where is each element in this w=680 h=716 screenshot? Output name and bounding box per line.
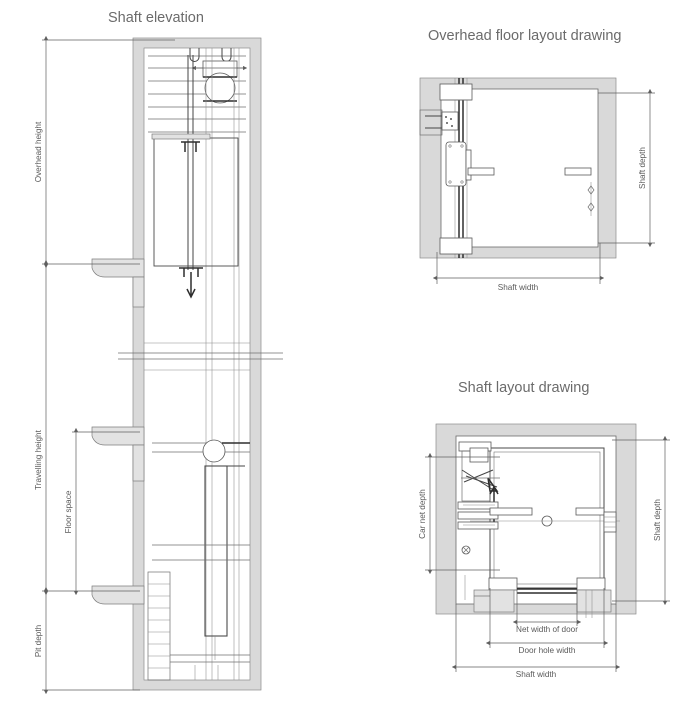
rail-bar-right — [564, 167, 592, 176]
pit-depth-label: Pit depth — [34, 624, 43, 657]
landing-sill-mid — [91, 426, 145, 446]
layout-door-assembly — [473, 577, 612, 618]
shaft-layout-group: Shaft layout drawing — [418, 380, 670, 679]
layout-shaft-void — [455, 435, 617, 605]
overhead-shaft-depth-dim: Shaft depth — [598, 88, 655, 248]
wall-stub-2 — [132, 444, 145, 482]
bracket-bottom — [439, 237, 473, 255]
car-net-depth-label: Car net depth — [418, 489, 427, 539]
door-sill-left — [473, 589, 515, 613]
door-block-right — [576, 577, 606, 591]
machine-cap — [469, 447, 489, 463]
wall-stub-1 — [132, 276, 145, 308]
rail-plate-2 — [457, 511, 499, 520]
rail-plate-3 — [457, 521, 499, 530]
shaft-layout-title: Shaft layout drawing — [458, 380, 589, 396]
layout-left-machinery — [457, 441, 500, 600]
shaft-wall-structure — [132, 37, 262, 691]
rope-clamps — [179, 141, 203, 299]
lower-sheave — [202, 439, 226, 463]
landing-sills — [91, 258, 145, 605]
landing-sill-top — [91, 258, 145, 278]
door-hole-width-label: Door hole width — [519, 646, 576, 655]
section-break-line — [118, 352, 283, 360]
overhead-shaft-width-label: Shaft width — [498, 283, 539, 292]
overhead-machine-assembly — [419, 109, 472, 187]
guide-rails-and-ropes — [187, 48, 240, 680]
pit-floor — [170, 654, 250, 680]
layout-shaft-depth-label: Shaft depth — [653, 499, 662, 541]
traction-sheave — [204, 72, 236, 104]
guide-shoe-left — [489, 507, 533, 516]
layout-door-hole-width-dim: Door hole width — [485, 588, 609, 655]
overhead-top-bracket — [439, 83, 473, 101]
net-width-door-label: Net width of door — [516, 625, 578, 634]
motor-flange — [465, 149, 472, 181]
overhead-shaft-depth-label: Shaft depth — [638, 147, 647, 189]
travelling-height-label: Travelling height — [34, 429, 43, 489]
layout-rail-bars — [489, 507, 617, 533]
landing-sill-bottom — [91, 585, 145, 605]
overhead-bottom-bracket — [439, 237, 473, 255]
guide-shoe-right — [575, 507, 605, 516]
layout-shaft-depth-dim: Shaft depth — [612, 435, 670, 606]
elevation-dimensions: Overhead height Travelling height Pit de… — [34, 35, 175, 695]
counterweight-lower — [204, 465, 228, 637]
layout-car-net-depth-dim: Car net depth — [418, 452, 500, 575]
overhead-floor-layout-group: Overhead floor layout drawing — [419, 28, 655, 292]
overhead-height-label: Overhead height — [34, 121, 43, 182]
overhead-shaft-width-dim: Shaft width — [432, 243, 605, 292]
shaft-elevation-group: Shaft elevation — [34, 10, 283, 695]
layout-net-width-door-dim: Net width of door — [512, 590, 582, 634]
door-block-left — [488, 577, 518, 591]
layout-shaft-width-label: Shaft width — [516, 670, 557, 679]
machine-small-box — [441, 111, 459, 131]
rail-plate-1 — [457, 501, 499, 510]
overhead-rail-bars — [467, 167, 592, 176]
upper-crossing-lines — [144, 342, 250, 371]
bracket-top — [439, 83, 473, 101]
pit-ladder — [147, 571, 171, 681]
floor-space-label: Floor space — [64, 490, 73, 533]
overhead-layout-title: Overhead floor layout drawing — [428, 28, 621, 44]
overhead-centre-markers — [587, 182, 595, 216]
shaft-inner-void — [143, 47, 251, 681]
layout-shaft-width-dim: Shaft width — [451, 604, 621, 679]
elevator-car-upper — [151, 133, 239, 267]
door-sill-right — [576, 589, 612, 613]
elevator-car-lower — [152, 439, 250, 660]
rail-bar-left — [467, 167, 495, 176]
motor-body — [445, 141, 467, 187]
shaft-elevation-title: Shaft elevation — [108, 10, 204, 26]
ladder-frame — [147, 571, 171, 681]
traction-machine — [191, 60, 248, 104]
car-top-upper — [151, 133, 211, 140]
